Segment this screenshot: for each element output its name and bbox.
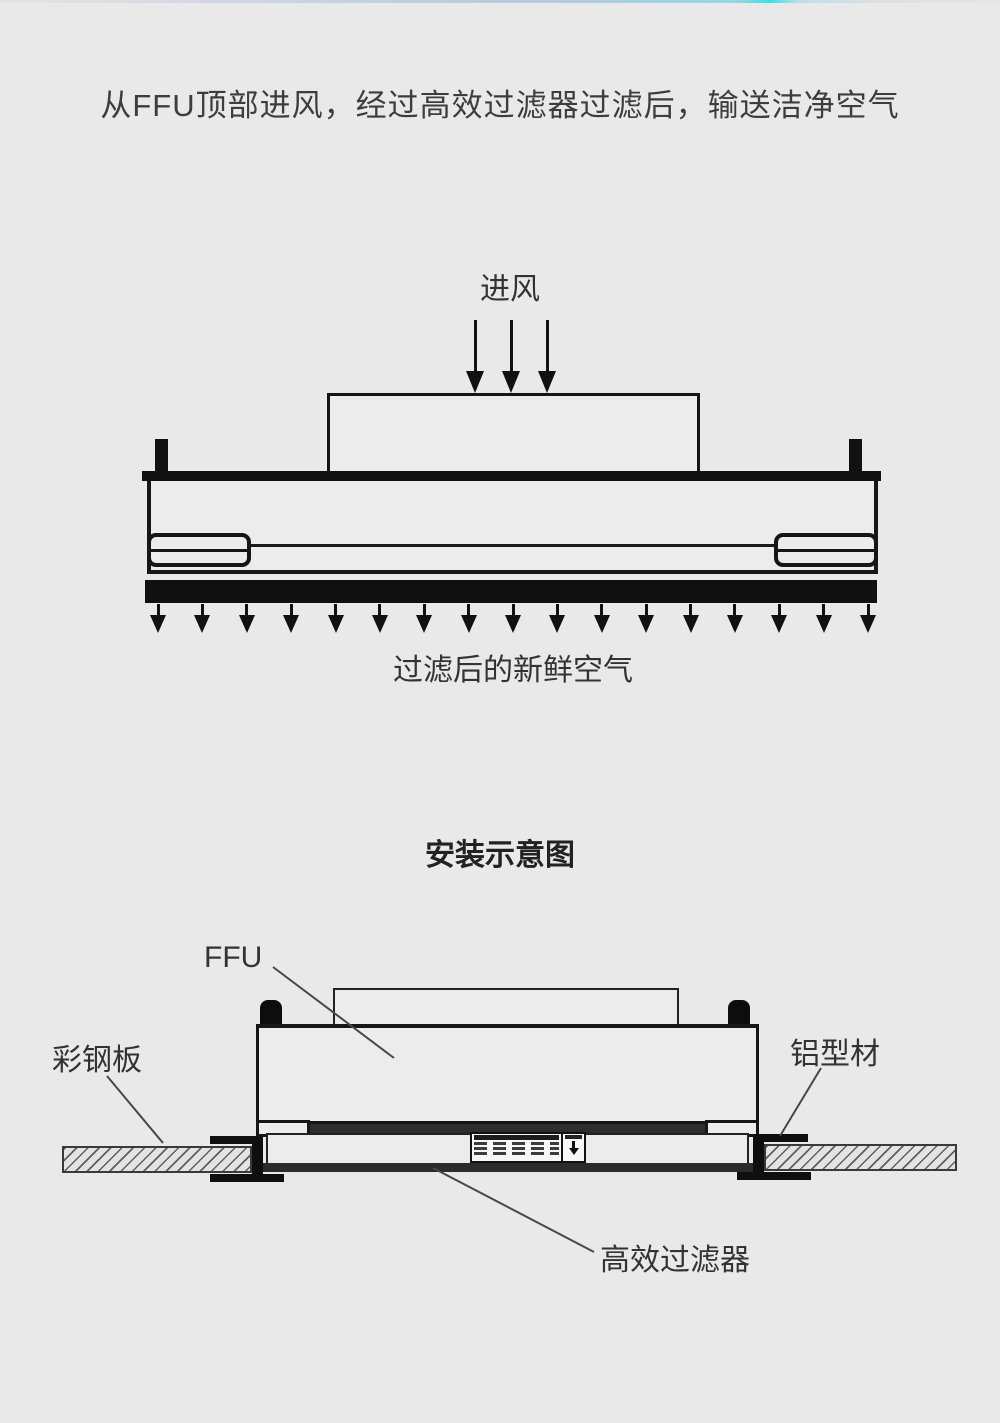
down-arrow-icon [460,604,477,634]
down-arrow-icon [538,320,556,393]
outlet-arrows [150,604,876,634]
down-arrow-icon [682,604,699,634]
down-arrow-icon [150,604,166,634]
aluminum-profile-callout-label: 铝型材 [790,1038,880,1071]
nameplate-text-lines [472,1134,561,1161]
down-arrow-icon [638,604,655,634]
steel-panel-left [62,1146,252,1173]
filter-nameplate [470,1132,586,1163]
aluminum-bracket-left [210,1174,284,1182]
ffu-divider-line [250,544,776,547]
installation-title: 安装示意图 [425,839,575,872]
inlet-arrows [466,320,556,393]
down-arrow-icon [466,320,484,393]
down-arrow-icon [283,604,300,634]
steel-panel-right [764,1144,957,1171]
install-ffu-housing [256,1024,759,1124]
handle-right [774,533,878,567]
nameplate-cell-bar [565,1135,582,1139]
down-arrow-icon [194,604,211,634]
aluminum-bracket-right [753,1134,808,1142]
aluminum-bracket-right [753,1134,764,1180]
nameplate-title-bar [474,1135,559,1140]
hepa-filter-callout-label: 高效过滤器 [600,1244,750,1277]
ffu-top-plate [142,471,881,481]
housing-seal-strip [310,1124,705,1133]
aluminum-bracket-left [210,1136,263,1144]
header-description: 从FFU顶部进风，经过高效过滤器过滤后，输送洁净空气 [100,88,900,123]
ffu-housing [147,481,878,574]
down-arrow-icon [371,604,388,634]
handle-left [147,533,251,567]
steel-panel-callout-label: 彩钢板 [52,1044,142,1077]
filtered-air-label: 过滤后的新鲜空气 [393,654,633,687]
aluminum-bracket-left [252,1136,263,1182]
air-inlet-label: 进风 [480,273,540,306]
lift-lug-right [728,1000,750,1024]
install-inlet-duct [333,988,679,1027]
down-arrow-icon [327,604,344,634]
mount-post-right [849,439,862,471]
down-arrow-icon [502,320,520,393]
filter-outlet-face [145,580,877,603]
nameplate-text-row [474,1147,559,1150]
down-arrow-icon [505,604,521,634]
ffu-callout-label: FFU [204,941,263,974]
down-arrow-icon [549,604,566,634]
aluminum-bracket-right [737,1172,811,1180]
nameplate-airflow-cell [561,1134,584,1161]
down-arrow-icon [726,604,743,634]
down-arrow-icon [593,604,610,634]
down-arrow-icon [416,604,433,634]
hepa-filter-face [262,1163,753,1172]
nameplate-text-row [474,1152,559,1155]
top-edge-strip [0,0,1000,3]
lift-lug-left [260,1000,282,1024]
down-arrow-icon [771,604,788,634]
mount-post-left [155,439,168,471]
nameplate-text-row [474,1142,559,1145]
down-arrow-icon [568,1141,579,1155]
down-arrow-icon [860,604,876,634]
down-arrow-icon [238,604,255,634]
ffu-inlet-duct [327,393,700,474]
down-arrow-icon [815,604,832,634]
